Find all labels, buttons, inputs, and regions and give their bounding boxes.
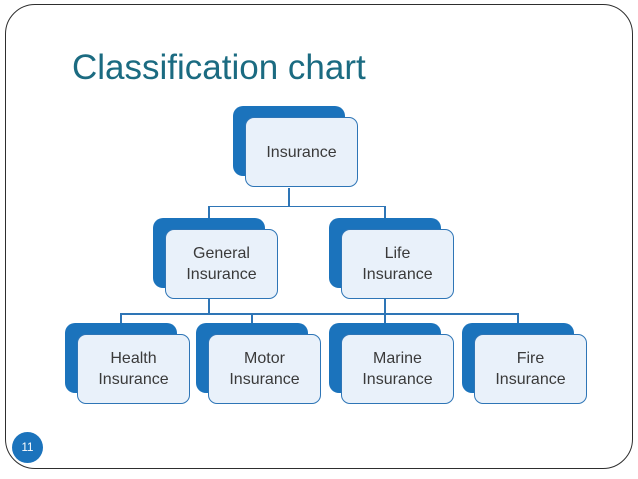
connector-general-top <box>208 205 210 218</box>
node-text-line: Insurance <box>266 143 337 161</box>
org-node-marine-insurance: Marine Insurance <box>329 323 455 405</box>
node-text-line: Health <box>110 350 157 367</box>
connector-life-top <box>384 205 386 218</box>
org-node-health-insurance: Health Insurance <box>65 323 191 405</box>
node-label: Marine Insurance <box>341 334 454 404</box>
node-label: General Insurance <box>165 229 278 299</box>
connector-rail-level2 <box>208 205 386 207</box>
connector-general-drop <box>208 299 210 314</box>
org-node-general-insurance: General Insurance <box>153 218 279 300</box>
connector-fire-top <box>517 313 519 324</box>
connector-life-drop <box>384 299 386 324</box>
node-text-line: Insurance <box>229 371 300 388</box>
node-text-line: General <box>193 245 250 262</box>
node-label: Fire Insurance <box>474 334 587 404</box>
node-text-line: Insurance <box>495 371 566 388</box>
node-text-line: Insurance <box>98 371 169 388</box>
page-title: Classification chart <box>72 48 366 87</box>
node-text-line: Motor <box>244 350 285 367</box>
node-text-line: Fire <box>516 350 545 367</box>
page-number-badge: 11 <box>12 432 43 463</box>
node-label: Life Insurance <box>341 229 454 299</box>
node-label: Motor Insurance <box>208 334 321 404</box>
org-node-life-insurance: Life Insurance <box>329 218 455 300</box>
connector-rail-level3 <box>120 313 519 315</box>
node-text-line: Insurance <box>362 371 433 388</box>
node-text-line: Marine <box>373 350 422 367</box>
page-number: 11 <box>21 441 34 454</box>
node-label: Health Insurance <box>77 334 190 404</box>
connector-motor-top <box>251 313 253 324</box>
node-label: Insurance <box>245 117 358 187</box>
connector-health-top <box>120 313 122 324</box>
node-text-line: Insurance <box>362 266 433 283</box>
connector-root-drop <box>288 188 290 206</box>
slide-border <box>5 4 633 469</box>
node-text-line: Insurance <box>186 266 257 283</box>
node-text-line: Life <box>384 245 411 262</box>
org-node-motor-insurance: Motor Insurance <box>196 323 322 405</box>
org-node-fire-insurance: Fire Insurance <box>462 323 588 405</box>
org-node-insurance: Insurance <box>233 106 359 188</box>
